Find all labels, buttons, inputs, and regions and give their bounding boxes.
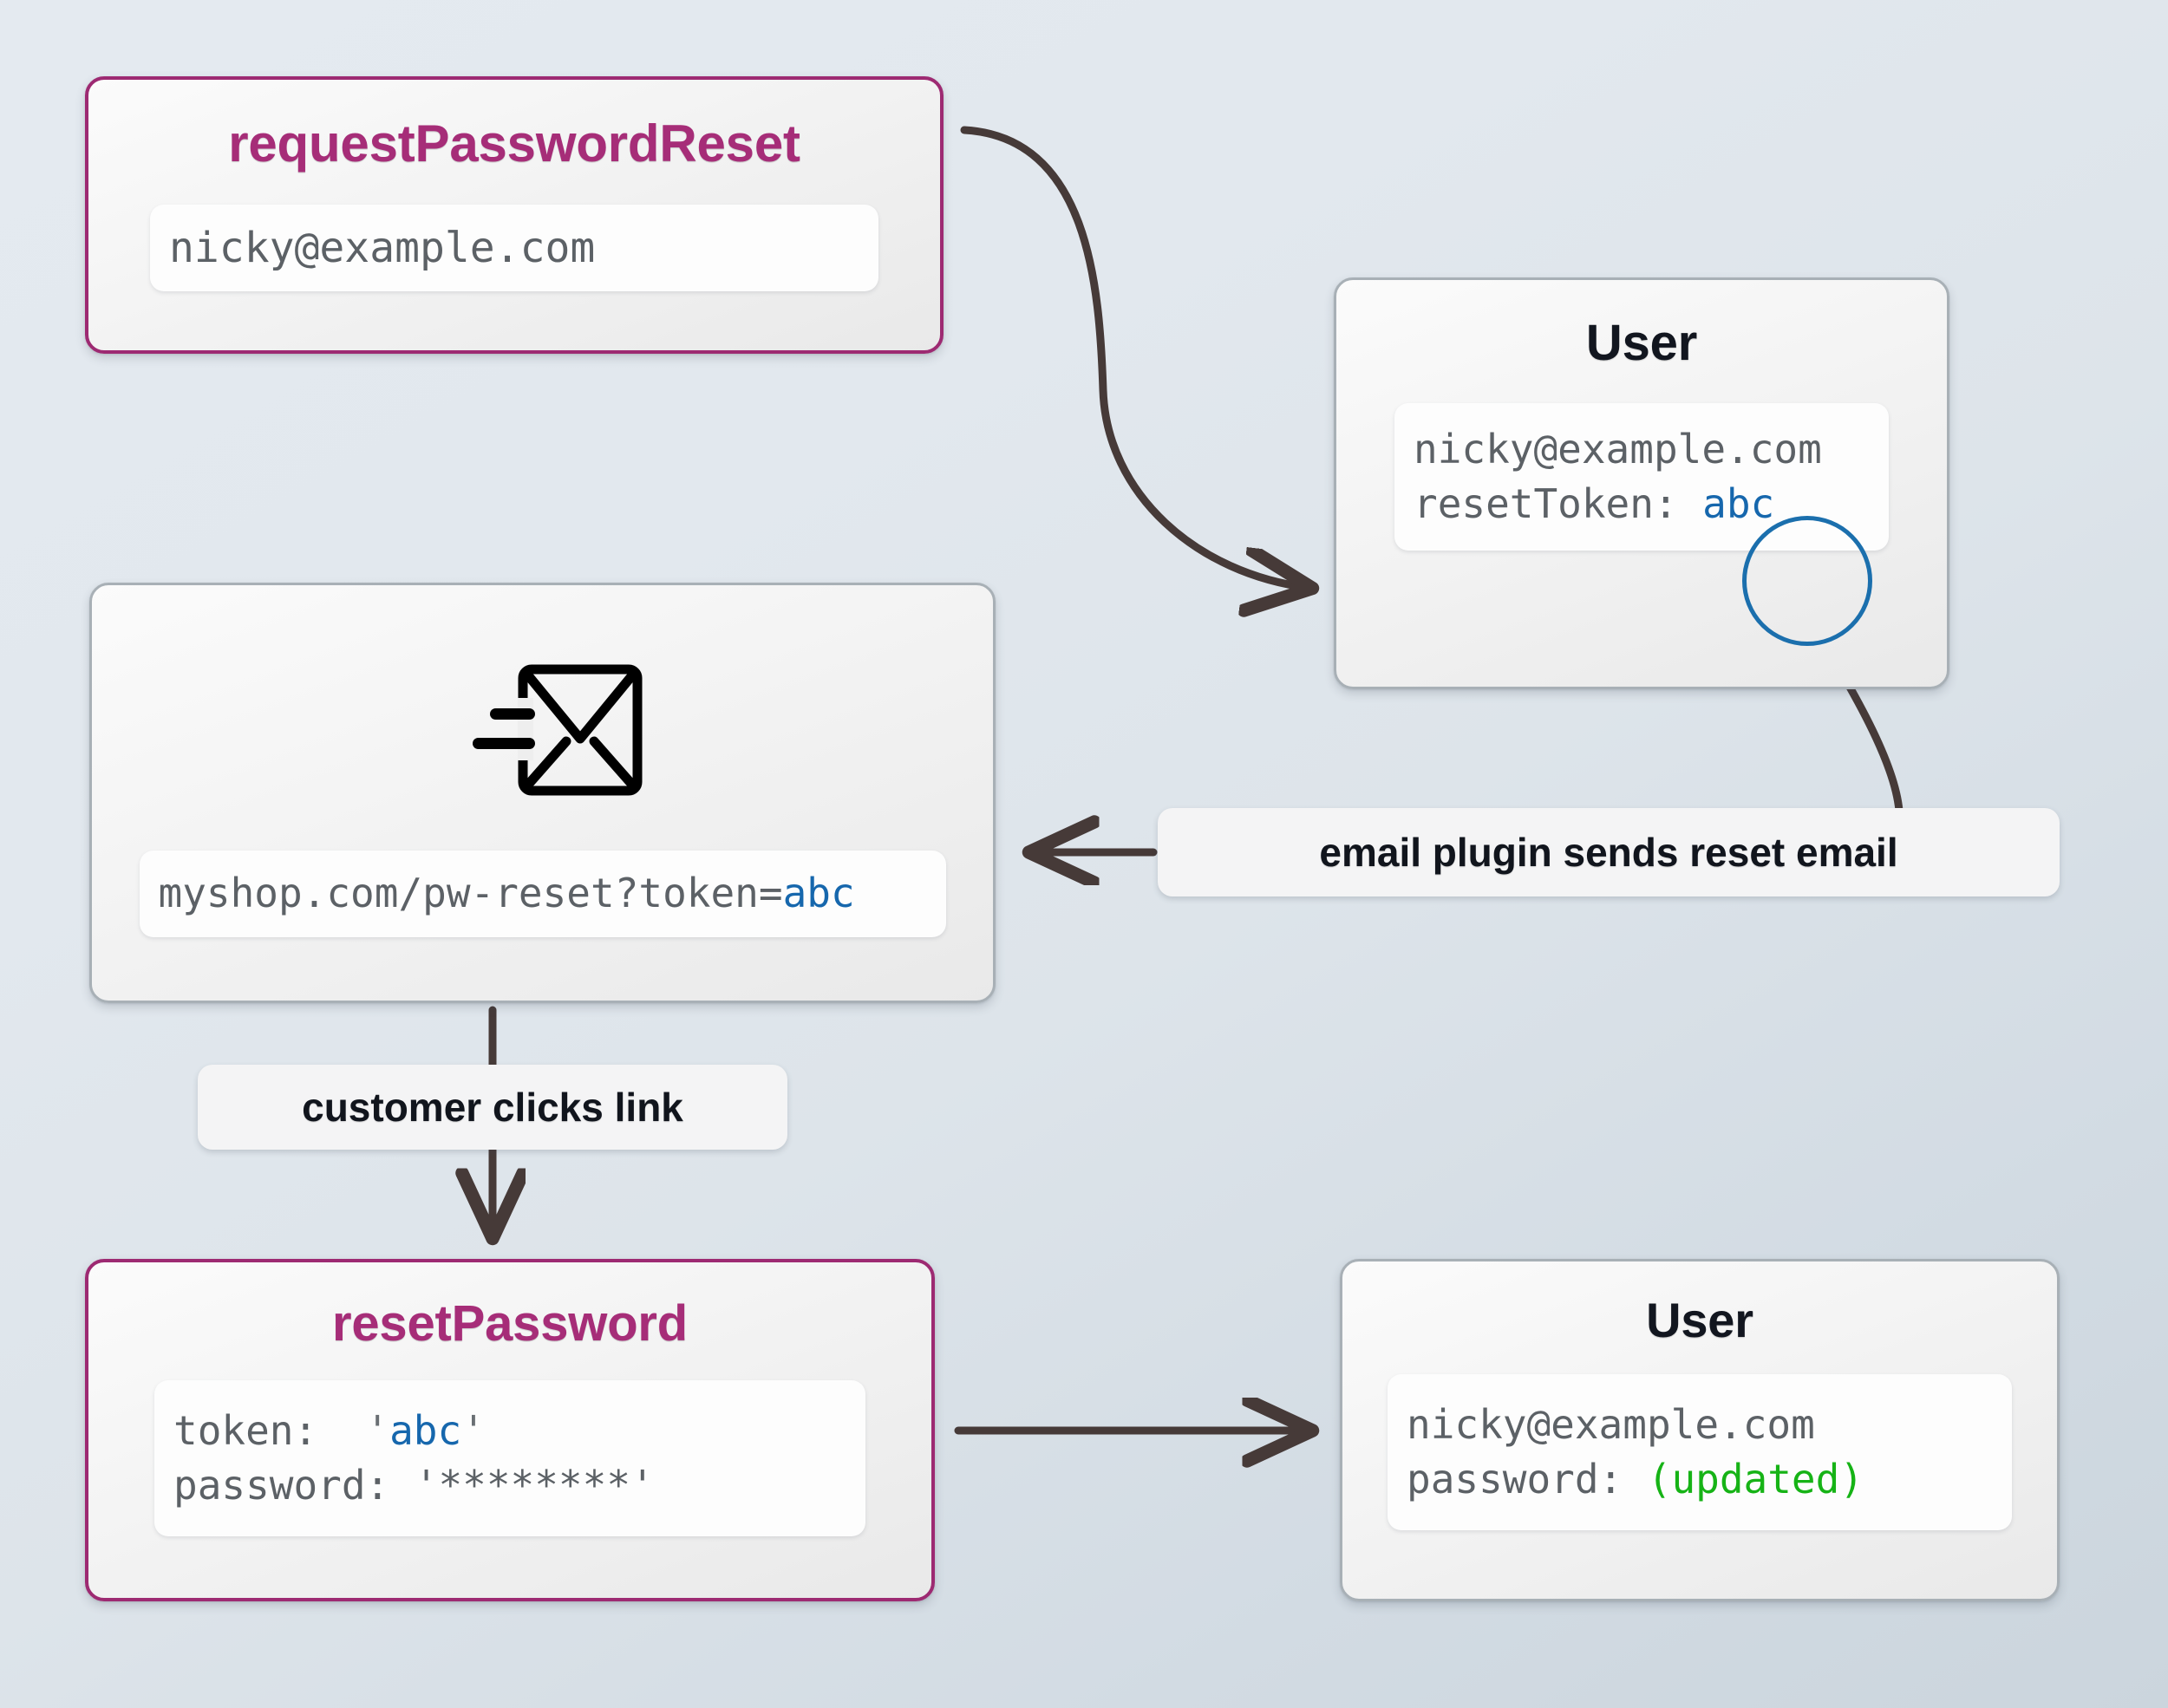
node-user-top[interactable]: User nicky@example.com resetToken: abc bbox=[1334, 277, 1949, 689]
reset-token-value: abc bbox=[389, 1406, 462, 1454]
user-bottom-email: nicky@example.com bbox=[1407, 1400, 1815, 1448]
node-email-message[interactable]: myshop.com/pw-reset?token=abc bbox=[89, 583, 996, 1003]
node-title-user-bottom: User bbox=[1646, 1293, 1753, 1347]
node-title-user-top: User bbox=[1585, 315, 1698, 371]
reset-token-row: token: 'abc' bbox=[173, 1404, 846, 1458]
node-user-bottom[interactable]: User nicky@example.com password: (updated… bbox=[1340, 1259, 2060, 1601]
node-title-reset-password: resetPassword bbox=[331, 1295, 689, 1352]
user-bottom-password-label: password: bbox=[1407, 1456, 1623, 1503]
send-email-icon bbox=[434, 648, 651, 812]
node-request-password-reset[interactable]: requestPasswordReset nicky@example.com bbox=[85, 76, 944, 354]
node-reset-password[interactable]: resetPassword token: 'abc' password: '****… bbox=[85, 1259, 935, 1601]
reset-password-label: password: bbox=[173, 1462, 390, 1509]
reset-password-value: '********' bbox=[414, 1462, 655, 1509]
user-top-email: nicky@example.com bbox=[1414, 425, 1822, 473]
user-bottom-password-row: password: (updated) bbox=[1407, 1452, 1993, 1507]
panel-user-top: nicky@example.com resetToken: abc bbox=[1394, 403, 1889, 551]
email-url-prefix: myshop.com/pw-reset?token= bbox=[158, 870, 783, 917]
arrow-request-to-user bbox=[960, 126, 1309, 588]
edge-label-email-plugin: email plugin sends reset email bbox=[1158, 808, 2060, 896]
node-title-request-password-reset: requestPasswordReset bbox=[228, 114, 800, 173]
request-email-value: nicky@example.com bbox=[169, 223, 596, 272]
panel-email-url: myshop.com/pw-reset?token=abc bbox=[139, 851, 946, 937]
user-top-token-value: abc bbox=[1702, 480, 1775, 527]
user-top-token-label: resetToken: bbox=[1414, 480, 1678, 527]
panel-reset-password: token: 'abc' password: '********' bbox=[154, 1380, 865, 1536]
panel-user-bottom: nicky@example.com password: (updated) bbox=[1388, 1374, 2012, 1530]
email-url-row: myshop.com/pw-reset?token=abc bbox=[159, 866, 927, 921]
email-url-token: abc bbox=[782, 870, 855, 917]
user-top-token-row: resetToken: abc bbox=[1414, 477, 1870, 531]
edge-label-customer-clicks: customer clicks link bbox=[198, 1065, 787, 1150]
panel-request-email: nicky@example.com bbox=[150, 205, 878, 291]
user-bottom-password-value: (updated) bbox=[1647, 1456, 1864, 1503]
reset-token-label: token: bbox=[173, 1406, 318, 1454]
reset-password-row: password: '********' bbox=[173, 1458, 846, 1513]
reset-token-quote-close: ' bbox=[461, 1406, 486, 1454]
reset-token-quote-open: ' bbox=[365, 1406, 390, 1454]
